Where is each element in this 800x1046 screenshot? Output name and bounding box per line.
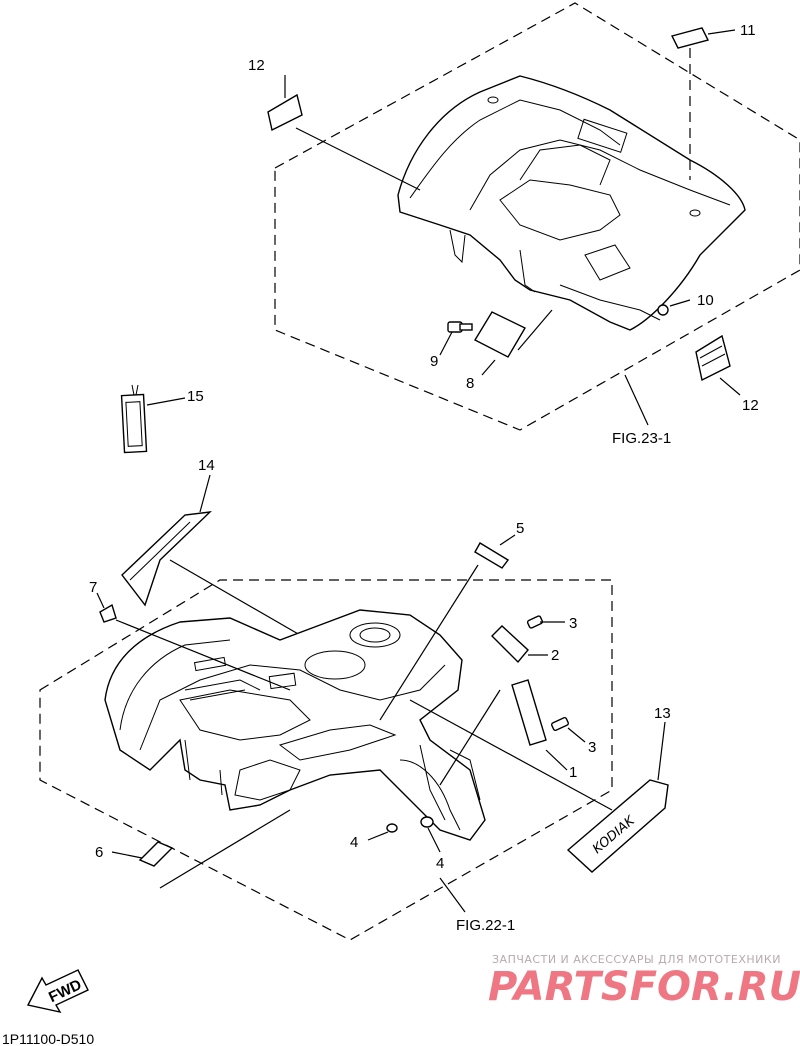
- callout-12-top: 12: [248, 57, 265, 74]
- watermark-tagline: ЗАПЧАСТИ И АКСЕССУАРЫ ДЛЯ МОТОТЕХНИКИ: [492, 953, 781, 966]
- rivet-3-lower: [551, 716, 586, 743]
- decal-5: [474, 542, 510, 569]
- callout-6: 6: [95, 844, 103, 861]
- callout-5: 5: [516, 520, 524, 537]
- callout-7: 7: [89, 579, 97, 596]
- emblem-7: [99, 603, 117, 623]
- rear-plate-8: [474, 311, 526, 358]
- rear-fender-group: [267, 2, 800, 431]
- callout-11: 11: [740, 22, 756, 39]
- callout-4-right: 4: [436, 855, 444, 872]
- callout-12-bottom: 12: [742, 397, 759, 414]
- rear-rivet-9: [447, 321, 473, 333]
- front-fender: [104, 609, 486, 841]
- rear-decal-12: [267, 93, 303, 132]
- drawing-code: 1P11100-D510: [2, 1031, 94, 1046]
- grommet-4-left: [367, 823, 398, 841]
- fig-ref-rear: FIG.23-1: [612, 430, 671, 447]
- decal-13: [566, 779, 669, 873]
- rear-emblem-12: [695, 334, 731, 382]
- callout-8: 8: [466, 375, 474, 392]
- plate-1: [511, 679, 547, 746]
- plate-2: [491, 625, 529, 664]
- fig-ref-front: FIG.22-1: [456, 917, 515, 934]
- callout-4-left: 4: [350, 834, 358, 851]
- callout-15: 15: [187, 388, 204, 405]
- front-fender-group: [39, 534, 669, 941]
- rear-fender: [397, 75, 746, 331]
- callout-14: 14: [198, 457, 215, 474]
- fwd-arrow-icon: [26, 969, 89, 1014]
- callout-13: 13: [654, 705, 671, 722]
- callout-1: 1: [569, 764, 577, 781]
- decal-15: [120, 384, 186, 454]
- rear-grommet-10: [657, 304, 669, 316]
- watermark-logo: PARTSFOR.RU: [488, 964, 800, 1010]
- rear-fender-boundary: [274, 2, 800, 431]
- front-fender-boundary: [39, 579, 613, 941]
- callout-10: 10: [697, 292, 714, 309]
- callout-3-upper: 3: [569, 615, 577, 632]
- callout-3-lower: 3: [588, 739, 596, 756]
- callout-9: 9: [430, 353, 438, 370]
- grommet-4-right: [420, 816, 441, 853]
- decal-6: [138, 841, 174, 867]
- decal-14: [121, 474, 301, 636]
- rear-decal-11: [670, 27, 710, 49]
- callout-2: 2: [551, 647, 559, 664]
- rivet-3-upper: [526, 615, 565, 629]
